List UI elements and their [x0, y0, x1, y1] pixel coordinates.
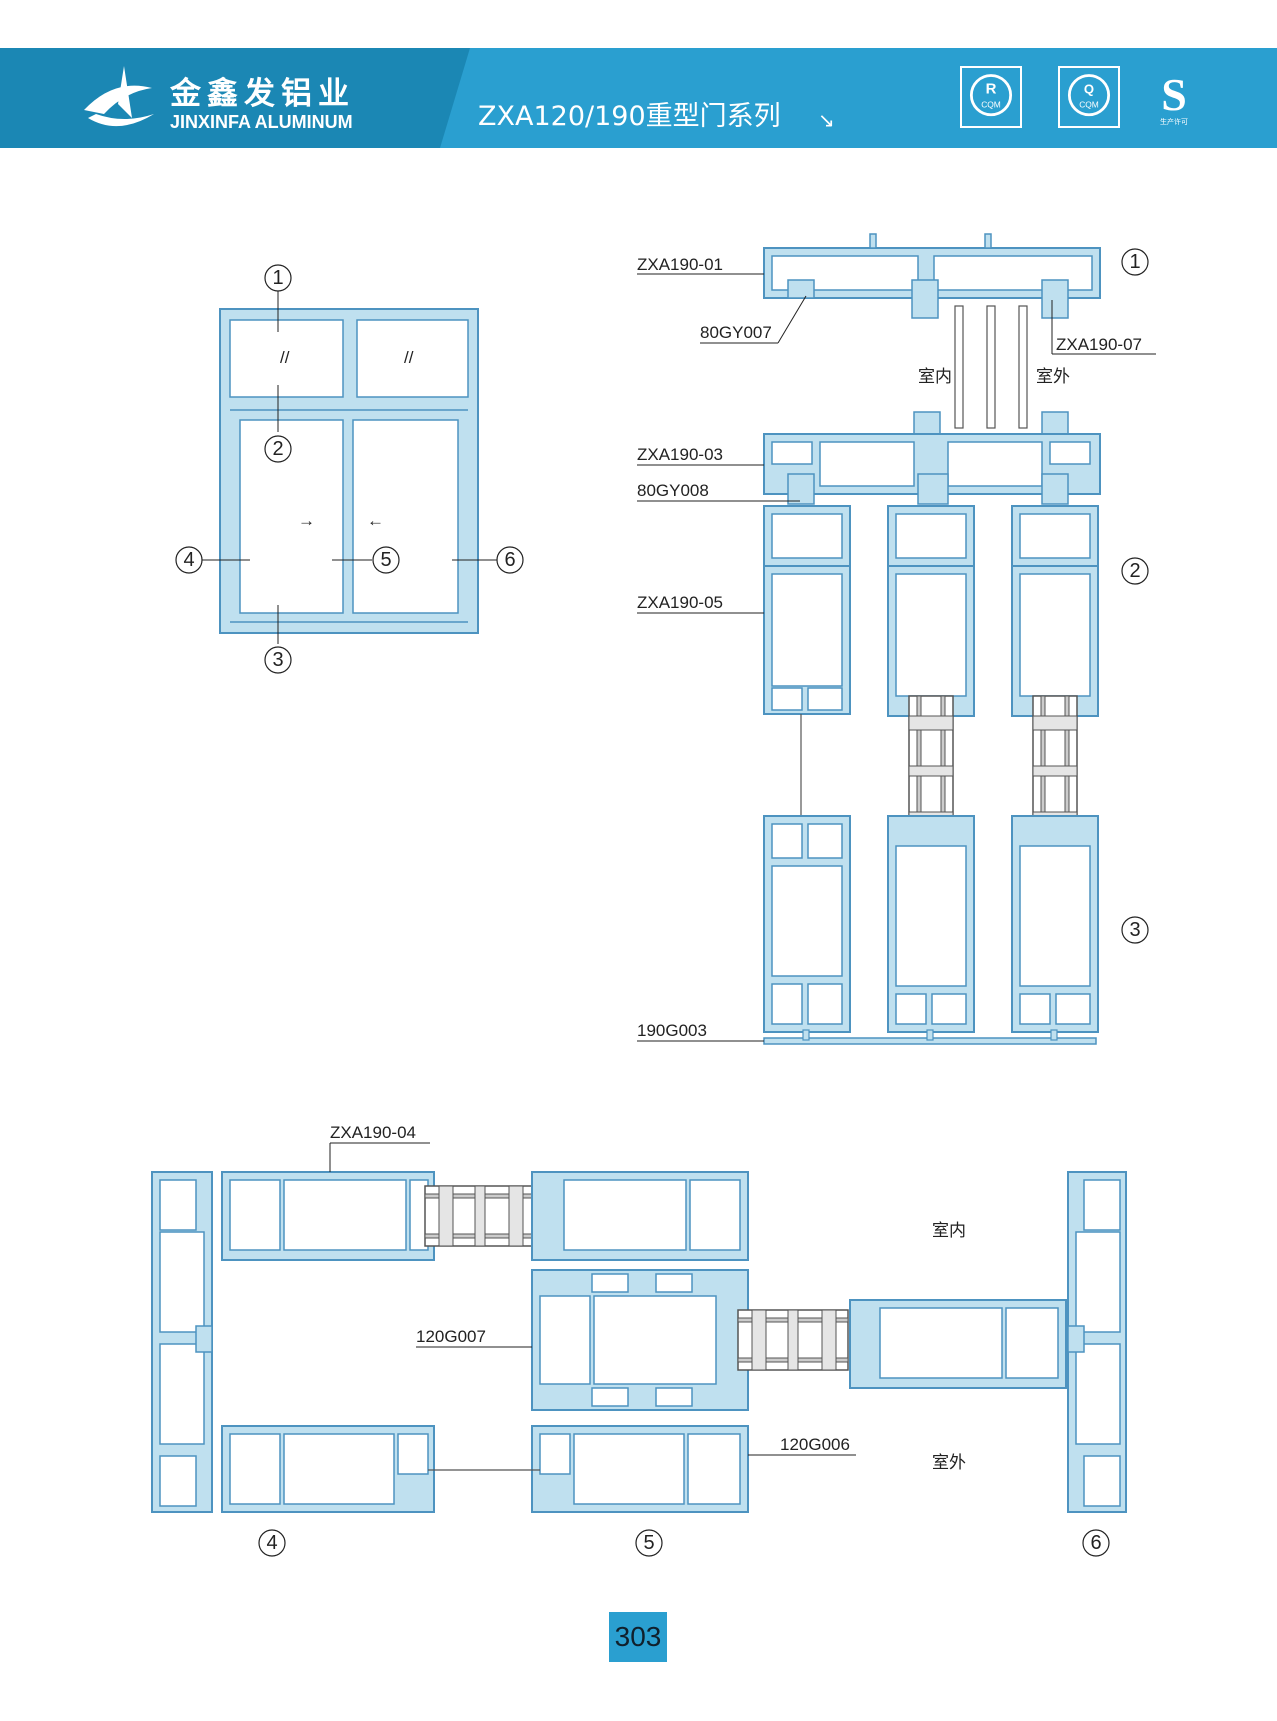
label-120g007: 120G007	[416, 1327, 486, 1346]
certification-badge-q: Q CQM	[1058, 66, 1120, 128]
label-120g006: 120G006	[780, 1435, 850, 1454]
slide-arrow-right-icon: →	[298, 511, 315, 530]
page-number: 303	[609, 1612, 667, 1662]
transom-pane-left	[229, 319, 344, 398]
vertical-section: ZXA190-01 80GY007 ZXA190-07 室内 室外 ZXA190…	[637, 233, 1156, 1045]
label-zxa190-05: ZXA190-05	[637, 593, 723, 612]
section-marker-2: 2	[1129, 560, 1140, 582]
label-zxa190-01: ZXA190-01	[637, 255, 723, 274]
horizontal-section: ZXA190-04 室内 120G007 120G006 室外 4 5 6	[151, 1123, 1127, 1557]
badge-s-text: 生产许可	[1160, 117, 1188, 126]
label-outdoor-horizontal: 室外	[932, 1453, 966, 1473]
slide-arrow-left-icon: ←	[367, 511, 384, 530]
label-zxa190-07: ZXA190-07	[1056, 335, 1142, 354]
marker-3: 3	[272, 649, 283, 671]
badge-r-text: CQM	[981, 99, 1001, 109]
section-marker-5: 5	[643, 1532, 654, 1554]
badge-s-letter: S	[1161, 69, 1187, 120]
brand-name-en: JINXINFA ALUMINUM	[170, 112, 353, 132]
title-arrow-icon: ↘	[818, 110, 835, 132]
sliding-pane-right	[352, 419, 459, 614]
marker-1: 1	[272, 267, 283, 289]
marker-5: 5	[380, 549, 391, 571]
door-elevation: // // → ← 1 2 3 4 5 6	[175, 264, 524, 674]
glass-mark-left: //	[280, 348, 290, 367]
badge-q-text: CQM	[1079, 99, 1099, 109]
company-logo-icon	[84, 66, 154, 127]
label-zxa190-04: ZXA190-04	[330, 1123, 416, 1142]
marker-6: 6	[504, 549, 515, 571]
marker-2: 2	[272, 438, 283, 460]
transom-pane-right	[356, 319, 469, 398]
brand-name-cn: 金鑫发铝业	[170, 76, 355, 112]
label-80gy007: 80GY007	[700, 323, 772, 342]
label-indoor-horizontal: 室内	[932, 1221, 966, 1241]
label-outdoor-vertical: 室外	[1036, 367, 1070, 387]
marker-4: 4	[183, 549, 194, 571]
section-marker-4: 4	[266, 1532, 277, 1554]
certification-badge-r: R CQM	[960, 66, 1022, 128]
series-title: ZXA120/190重型门系列	[478, 101, 781, 132]
certification-badge-s: S 生产许可	[1150, 66, 1198, 128]
label-80gy008: 80GY008	[637, 481, 709, 500]
label-190g003: 190G003	[637, 1021, 707, 1040]
badge-r-letter: R	[986, 80, 997, 97]
glass-mark-right: //	[404, 348, 414, 367]
badge-q-letter: Q	[1084, 81, 1094, 96]
section-marker-1: 1	[1129, 251, 1140, 273]
label-indoor-vertical: 室内	[918, 367, 952, 387]
sliding-pane-left	[239, 419, 344, 614]
label-zxa190-03: ZXA190-03	[637, 445, 723, 464]
section-marker-3: 3	[1129, 919, 1140, 941]
section-marker-6: 6	[1090, 1532, 1101, 1554]
header-title-panel	[440, 48, 1277, 148]
